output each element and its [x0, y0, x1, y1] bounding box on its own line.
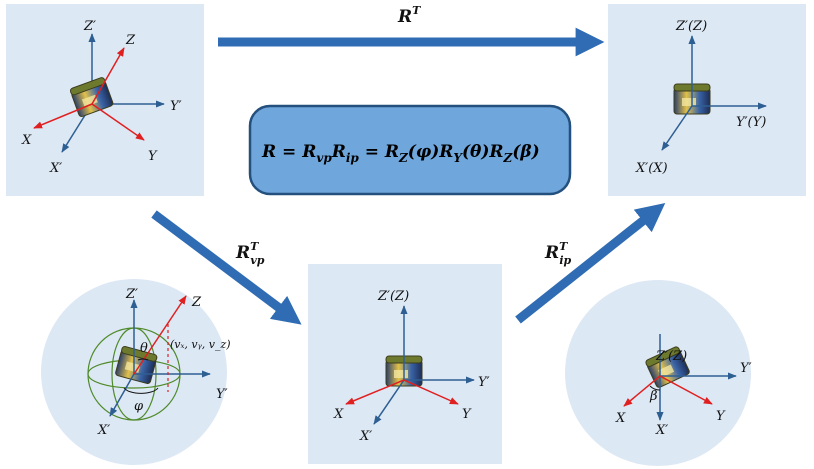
circle-right-content: Z′(Z) Y′ Y X X′ β	[615, 334, 752, 438]
cl-z-prime: Z′	[125, 287, 138, 302]
bc-z-axis: Z′(Z)	[377, 289, 409, 304]
tl-z: Z	[125, 33, 136, 48]
tl-y: Y	[148, 149, 158, 164]
formula-box	[248, 104, 572, 196]
cl-phi: φ	[134, 399, 144, 414]
cr-y-prime: Y′	[740, 361, 752, 376]
bc-y: Y	[462, 407, 472, 422]
cr-z-axis: Z′(Z)	[655, 349, 687, 364]
cr-y: Y	[716, 409, 726, 424]
top-left-axes: Z′ Z Y′ Y X X′	[21, 19, 182, 176]
arrow-top-label: RT	[397, 4, 421, 27]
circle-left-content: Z′ Z Y′ X′ θ φ (vₓ, vᵧ, v_z)	[87, 287, 231, 438]
cr-x: X	[615, 411, 626, 426]
tl-x: X	[21, 133, 32, 148]
bc-x: X	[333, 407, 344, 422]
tr-x-axis: X′(X)	[635, 161, 668, 176]
bc-x-prime: X′	[359, 429, 372, 444]
cl-y-prime: Y′	[216, 387, 228, 402]
tl-y-prime: Y′	[170, 99, 182, 114]
bottom-center-axes: Z′(Z) Y′ Y X X′	[333, 289, 490, 444]
cl-x-prime: X′	[97, 423, 110, 438]
cl-z: Z	[191, 295, 202, 310]
arrow-ip	[515, 203, 666, 324]
tr-z-axis: Z′(Z)	[675, 19, 707, 34]
cl-theta: θ	[140, 341, 148, 356]
tl-z-prime: Z′	[83, 19, 96, 34]
arrow-vp	[151, 210, 302, 325]
top-right-axes: Z′(Z) Y′(Y) X′(X)	[635, 19, 767, 176]
bc-y-prime: Y′	[478, 375, 490, 390]
tr-y-axis: Y′(Y)	[736, 115, 766, 130]
cr-beta: β	[649, 389, 658, 404]
formula-text: R = RvpRip = RZ(φ)RY(θ)RZ(β)	[261, 142, 540, 165]
cr-x-prime: X′	[655, 423, 668, 438]
cl-vector: (vₓ, vᵧ, v_z)	[170, 338, 231, 351]
tl-x-prime: X′	[49, 161, 62, 176]
